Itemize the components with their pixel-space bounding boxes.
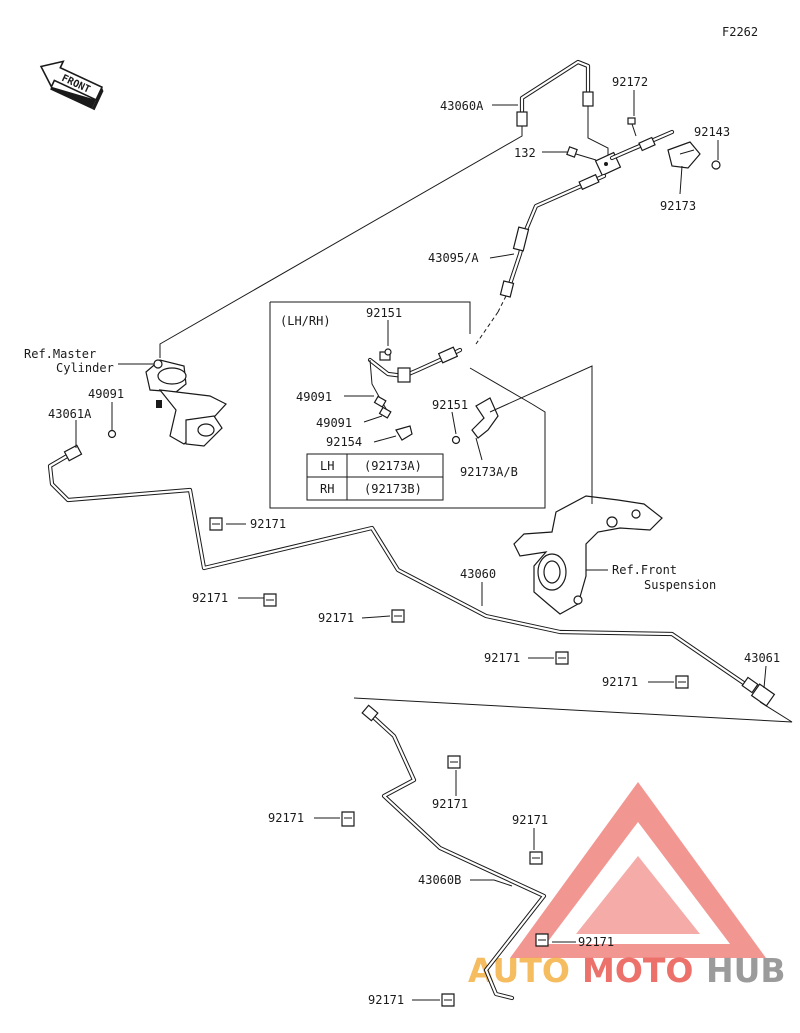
label-49091-a: 49091 <box>296 390 332 404</box>
inset-lhrh: (LH/RH) 92151 49091 49091 92154 92151 92… <box>269 301 546 509</box>
label-92171: 92171 <box>192 591 228 605</box>
fitting-43061-icon <box>741 676 759 694</box>
suspension-ref-line <box>489 365 593 504</box>
watermark-text-hub: HUB <box>706 951 786 990</box>
clamp-92171-icon <box>341 811 355 827</box>
label-92171: 92171 <box>368 993 404 1007</box>
watermark-triangle-inner <box>546 822 730 944</box>
bolt-92172-icon <box>627 117 637 137</box>
clamp-92171-icon <box>555 651 569 665</box>
master-cylinder <box>145 359 227 447</box>
label-ref-front-2: Suspension <box>644 578 716 592</box>
union-43061-icon <box>750 683 776 707</box>
table-row-part: (92173A) <box>364 459 422 473</box>
label-92171: 92171 <box>484 651 520 665</box>
label-92143: 92143 <box>694 125 730 139</box>
watermark-text-moto: MOTO <box>582 951 693 990</box>
bolt-92151-top-icon <box>384 348 392 356</box>
inset-title: (LH/RH) <box>280 314 331 328</box>
fitting-43061a-icon <box>63 444 83 462</box>
label-ref-master-2: Cylinder <box>56 361 114 375</box>
label-92151-top: 92151 <box>366 306 402 320</box>
brake-hose-43095a <box>475 173 607 345</box>
brake-pipe-43060b <box>361 704 547 1001</box>
brake-pipe-43060 <box>47 444 776 707</box>
label-43060b: 43060B <box>418 873 461 887</box>
table-row-side: LH <box>320 459 334 473</box>
bolt-132-icon <box>566 146 597 161</box>
watermark-text-auto: AUTO <box>468 951 570 990</box>
section-divider <box>353 697 793 723</box>
label-43061: 43061 <box>744 651 780 665</box>
bleeder-92154-icon <box>395 425 413 441</box>
watermark-logo <box>510 782 766 958</box>
label-43095a: 43095/A <box>428 251 479 265</box>
clamp-92171-icon <box>209 517 223 531</box>
front-arrow-icon: FRONT <box>39 60 104 111</box>
label-92173: 92173 <box>660 199 696 213</box>
front-suspension-knuckle <box>513 495 663 615</box>
bolt-92151-right-icon <box>451 435 461 445</box>
label-43060: 43060 <box>460 567 496 581</box>
clamp-92171-icon <box>441 993 455 1007</box>
bracket-92173-icon <box>667 141 701 169</box>
label-43061a: 43061A <box>48 407 92 421</box>
label-92171: 92171 <box>512 813 548 827</box>
clamp-92171-icon <box>675 675 689 689</box>
label-92171: 92171 <box>318 611 354 625</box>
table-row-part: (92173B) <box>364 482 422 496</box>
label-92151-right: 92151 <box>432 398 468 412</box>
clamp-92171-icon <box>529 851 543 865</box>
label-92154: 92154 <box>326 435 362 449</box>
label-92172: 92172 <box>612 75 648 89</box>
oring-49091-icon <box>107 429 117 439</box>
label-49091-left: 49091 <box>88 387 124 401</box>
label-ref-master-1: Ref.Master <box>24 347 96 361</box>
label-92173ab: 92173A/B <box>460 465 518 479</box>
clamp-92171-icon <box>391 609 405 623</box>
clamp-92171-icon <box>535 933 549 947</box>
watermark-triangle-core <box>576 856 700 934</box>
label-92171: 92171 <box>432 797 468 811</box>
washer-92143-icon <box>711 160 721 170</box>
clamp-92171-icon <box>447 755 461 769</box>
label-ref-front-1: Ref.Front <box>612 563 677 577</box>
leader-lines <box>75 90 767 1001</box>
label-92171: 92171 <box>578 935 614 949</box>
brake-pipe-43060a <box>516 59 609 160</box>
lhrh-table: LH (92173A) RH (92173B) <box>306 453 444 501</box>
label-92171: 92171 <box>250 517 286 531</box>
upper-hose <box>609 129 675 161</box>
watermark-wordmark: AUTO MOTO HUB <box>468 951 786 990</box>
clamp-92171-icon <box>263 593 277 607</box>
label-92171: 92171 <box>602 675 638 689</box>
bracket-92173ab-icon <box>471 397 499 439</box>
diagram-code: F2262 <box>722 25 758 39</box>
label-43060a: 43060A <box>440 99 484 113</box>
table-row-side: RH <box>320 482 334 496</box>
label-132: 132 <box>514 146 536 160</box>
label-92171: 92171 <box>268 811 304 825</box>
label-49091-b: 49091 <box>316 416 352 430</box>
